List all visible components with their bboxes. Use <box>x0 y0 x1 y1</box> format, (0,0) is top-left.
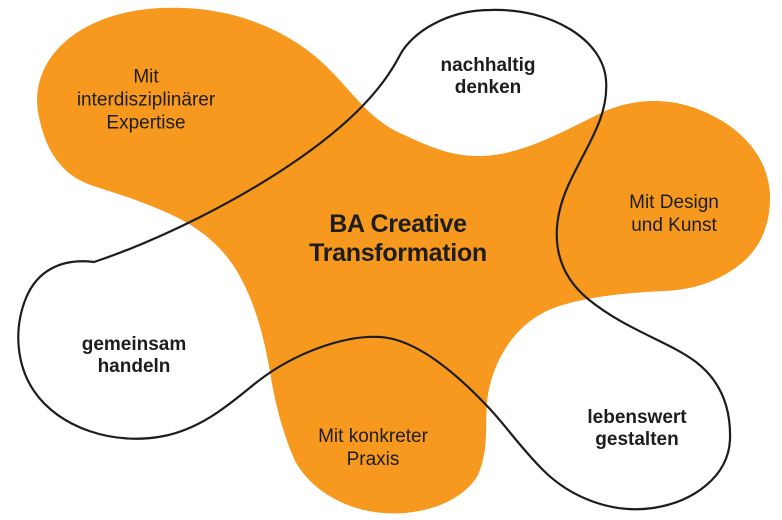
orange-blob-shape <box>37 7 771 514</box>
outline-blob-shape <box>17 8 732 511</box>
